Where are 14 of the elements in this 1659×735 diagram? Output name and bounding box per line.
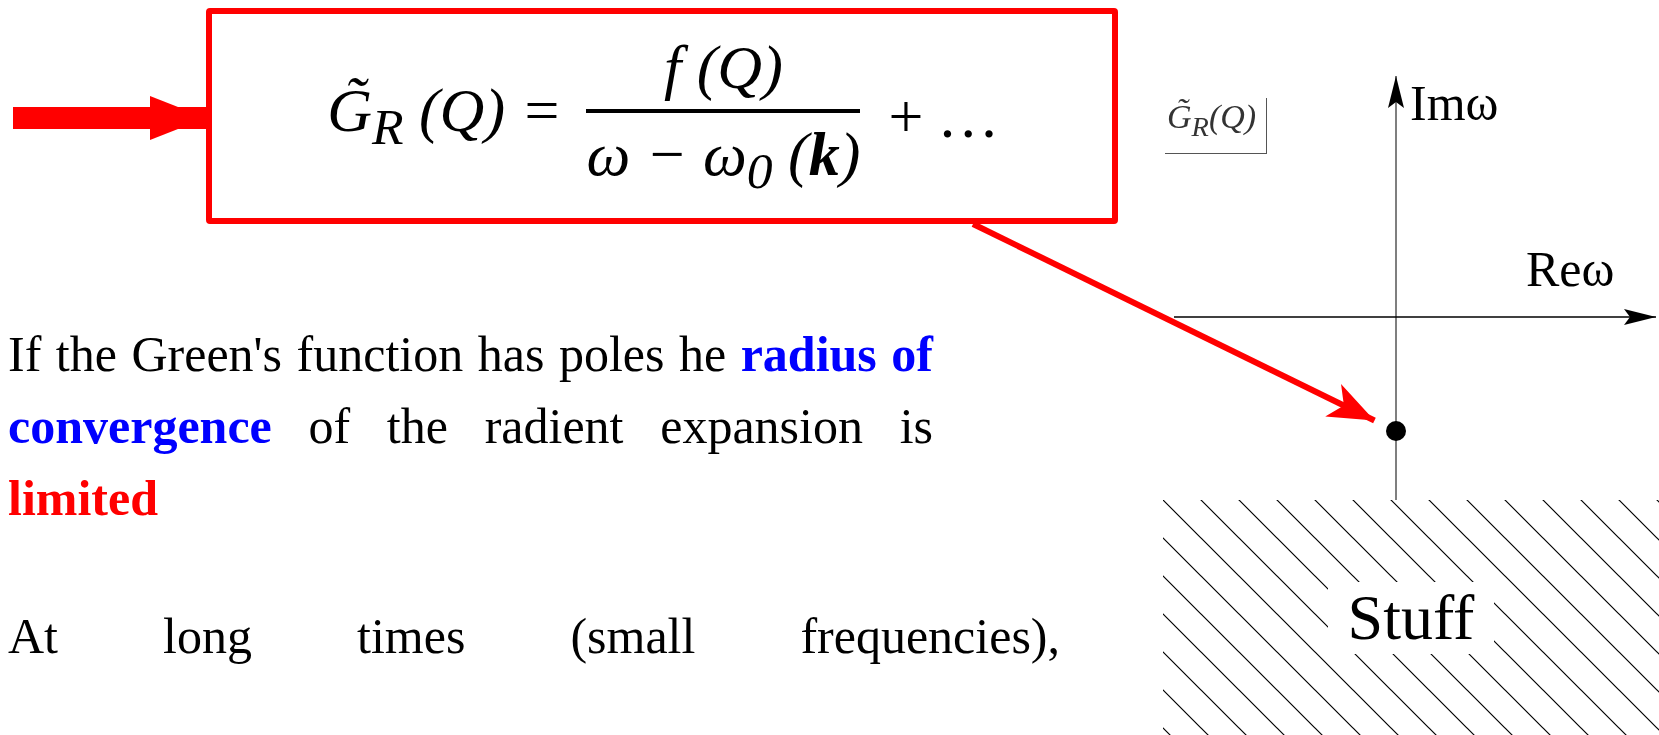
pole-dot bbox=[1386, 421, 1406, 441]
axis-label: Reω bbox=[1526, 240, 1615, 298]
denominator: ω − ω$_{0}$ (k) bbox=[586, 118, 861, 201]
formula-label: G̃$_{R}$(Q) bbox=[1165, 98, 1268, 154]
formula-box bbox=[206, 8, 1118, 224]
formula-text: G̃$_{R}$ (Q) = bbox=[327, 75, 563, 157]
formula-text: + … bbox=[884, 80, 997, 152]
axis-label: Imω bbox=[1410, 74, 1499, 132]
paragraph: At long times (small frequencies), bbox=[8, 607, 1060, 666]
paragraph: If the Green's function has poles he radius of convergence of the radient expansion is limited bbox=[8, 325, 933, 528]
arrow bbox=[971, 221, 1376, 424]
numerator: f (Q) bbox=[664, 31, 783, 103]
arrow bbox=[13, 96, 206, 140]
region-label: Stuff bbox=[1327, 581, 1495, 654]
